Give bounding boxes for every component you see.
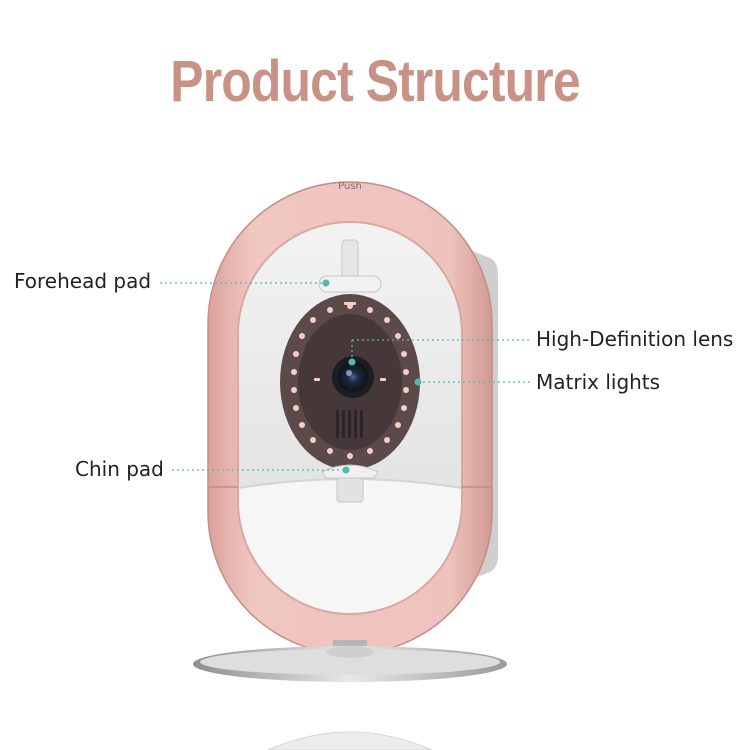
page-title: Product Structure [170,49,580,114]
stand [193,640,507,682]
leader-lines [160,282,532,471]
callout-hd-lens: High-Definition lens [536,327,734,351]
hd-lens-marker [348,358,356,366]
next-device-preview [267,731,433,750]
callout-chin-pad: Chin pad [75,457,164,481]
callout-matrix-lights: Matrix lights [536,370,661,394]
push-label: Push [338,181,362,192]
matrix-lights-marker [414,378,422,386]
hd-lens [332,356,374,398]
forehead-pad-marker [322,279,330,287]
matrix-lights [291,302,409,459]
callout-forehead-pad: Forehead pad [14,269,152,293]
forehead-pad [318,239,382,293]
chin-pad-marker [342,466,350,474]
chin-pad [321,464,379,503]
